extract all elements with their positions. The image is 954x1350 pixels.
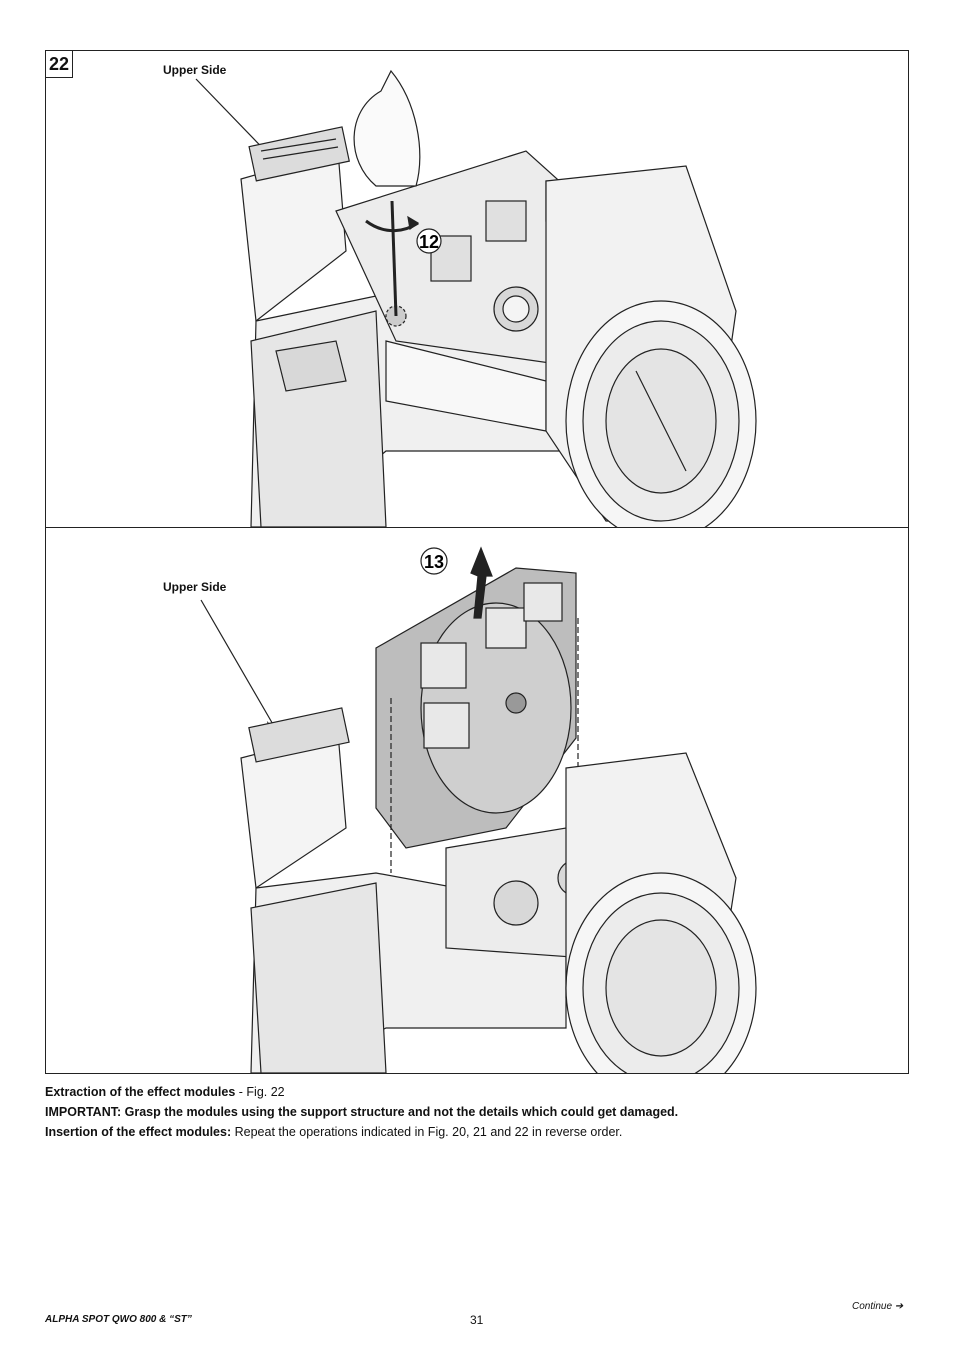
footer-model-name: ALPHA SPOT QWO 800 & “ST” <box>45 1314 192 1325</box>
figure-caption: Extraction of the effect modules - Fig. … <box>45 1082 678 1142</box>
caption-extraction-ref: - Fig. 22 <box>235 1085 285 1099</box>
caption-insertion-title: Insertion of the effect modules: <box>45 1125 232 1139</box>
footer-page-number: 31 <box>470 1313 484 1327</box>
figure-number: 22 <box>46 51 73 78</box>
moving-head-drawing-bottom: 13 <box>200 546 757 1073</box>
step-12-marker <box>416 228 442 254</box>
step-13-label: 13 <box>424 552 444 572</box>
caption-insertion-text: Repeat the operations indicated in Fig. … <box>231 1125 623 1139</box>
caption-extraction-title: Extraction of the effect modules <box>45 1085 236 1099</box>
figure-panel-top: 22 Upper Side <box>46 51 908 528</box>
figure-panel-bottom: Upper Side <box>46 528 908 1073</box>
upper-side-label-top: Upper Side <box>163 63 227 77</box>
caption-important-note: IMPORTANT: Grasp the modules using the s… <box>45 1105 679 1119</box>
caption-line-extraction: Extraction of the effect modules - Fig. … <box>45 1082 678 1102</box>
figure-22-frame: 22 Upper Side <box>45 50 909 1074</box>
caption-line-insertion: Insertion of the effect modules: Repeat … <box>45 1122 678 1142</box>
footer-continue: Continue ➔ <box>852 1301 904 1312</box>
step-13-marker <box>420 547 448 575</box>
moving-head-drawing-top: 12 <box>195 69 757 527</box>
upper-side-label-bottom: Upper Side <box>163 580 227 594</box>
step-12-label: 12 <box>419 232 439 252</box>
